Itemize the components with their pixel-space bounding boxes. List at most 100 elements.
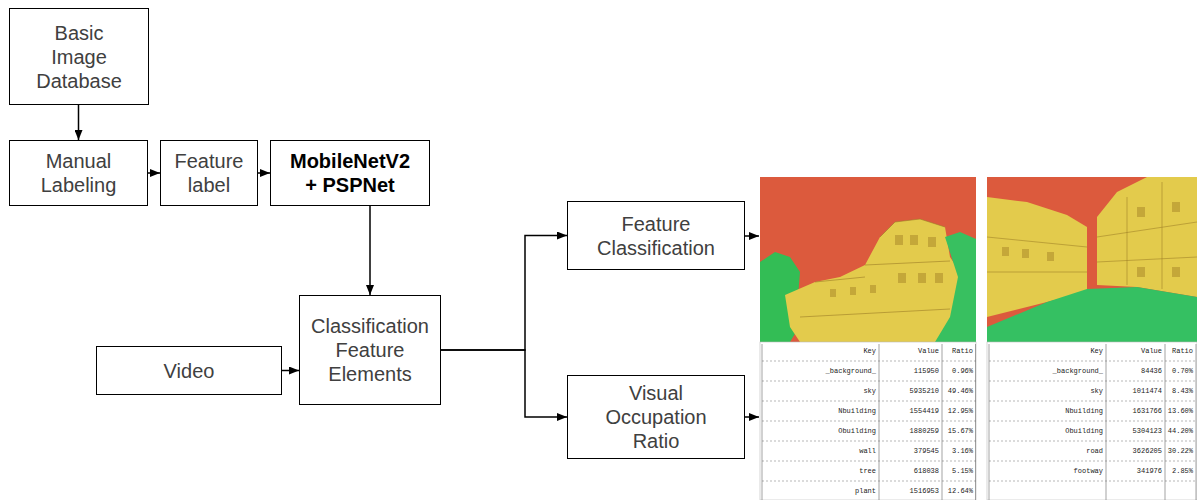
input-box: Video [96,346,282,395]
column-line [1106,344,1107,500]
table-cell: 2.85% [1167,467,1193,475]
row-line [989,361,1197,362]
table-cell: 0.70% [1167,367,1193,375]
table-cell: 379545 [883,447,939,455]
table-cell: 618038 [883,467,939,475]
box-label: Classification Feature Elements [302,314,438,386]
column-line [989,344,990,500]
table-cell: 0.96% [944,367,973,375]
table-cell: 49.46% [944,387,973,395]
row-line [762,401,976,402]
table-cell: 1011474 [1108,387,1162,395]
row-line [762,361,976,362]
table-cell: footway [993,467,1103,475]
table-cell: 84436 [1108,367,1162,375]
box-label: MobileNetV2 + PSPNet [286,149,414,197]
window [910,235,918,245]
table-cell: 3626205 [1108,447,1162,455]
table-cell: tree [766,467,876,475]
pointer-arrow [745,235,759,237]
table-cell: 3.16% [944,447,973,455]
process-box: Manual Labeling [9,140,148,206]
building-region [785,219,960,342]
table-cell: wall [766,447,876,455]
table-cell: road [993,447,1103,455]
column-separators [762,344,976,500]
box-label: Video [164,359,215,383]
window [935,273,943,283]
segmentation-image [987,177,1197,342]
output-box: Feature Classification [567,201,745,270]
row-line [762,441,976,442]
building-edge [987,182,1197,289]
window [928,237,936,247]
table-cell: 5935210 [883,387,939,395]
table-cell: Ratio [1167,347,1193,355]
column-separators [989,344,1196,500]
table-cell: _background_ [766,367,876,375]
row-line [989,481,1197,482]
pointer-arrow [745,416,759,418]
flow-arrow [282,370,299,372]
table-cell: 341976 [1108,467,1162,475]
column-line [975,344,976,500]
table-cell: 5304123 [1108,427,1162,435]
table-cell: 1880259 [883,427,939,435]
table-cell: 5.15% [944,467,973,475]
box-label: Basic Image Database [27,21,131,93]
window [1137,267,1145,277]
table-cell: sky [993,387,1103,395]
table-cell: Nbuilding [993,407,1103,415]
row-line [762,481,976,482]
flow-arrow [441,236,567,351]
table-ground [987,342,1197,500]
vegetation-region [935,232,976,342]
table-cell: Obuilding [766,427,876,435]
window [870,285,876,293]
table-cell: 1516953 [883,487,939,495]
table-cell: Nbuilding [766,407,876,415]
process-box: Feature label [160,140,258,206]
ratio-table [987,342,1197,500]
table-cell: Value [1108,347,1162,355]
flow-arrow [369,206,371,295]
table-cell: 13.60% [1167,407,1193,415]
box-label: Manual Labeling [27,149,131,197]
table-cell: Value [883,347,939,355]
column-line [942,344,943,500]
row-line [989,381,1197,382]
building-region [1097,177,1197,297]
row-line [989,421,1197,422]
column-line [879,344,880,500]
row-line [762,461,976,462]
window [1047,252,1054,261]
window [895,235,903,245]
table-cell: 12.64% [944,487,973,495]
table-cell: Ratio [944,347,973,355]
table-cell: 12.95% [944,407,973,415]
model-box: MobileNetV2 + PSPNet [270,140,430,206]
box-label: Visual Occupation Ratio [600,381,712,453]
table-cell: sky [766,387,876,395]
database-box: Basic Image Database [9,8,149,105]
table-cell: 44.20% [1167,427,1193,435]
column-line [762,344,763,500]
sky-region [987,177,1197,342]
window [1172,267,1180,277]
table-cell: 30.22% [1167,447,1193,455]
table-cell: 15.67% [944,427,973,435]
building-edge [800,219,950,317]
window [1137,207,1145,217]
window-marks [1002,202,1180,277]
flow-arrow [258,172,270,174]
segmentation-image [760,177,976,342]
ratio-table [760,342,976,500]
row-line [762,381,976,382]
window [918,273,926,283]
table-cell: Key [766,347,876,355]
window-marks [830,235,943,297]
table-cell: Obuilding [993,427,1103,435]
table-cell: 1554419 [883,407,939,415]
table-cell: 1631766 [1108,407,1162,415]
